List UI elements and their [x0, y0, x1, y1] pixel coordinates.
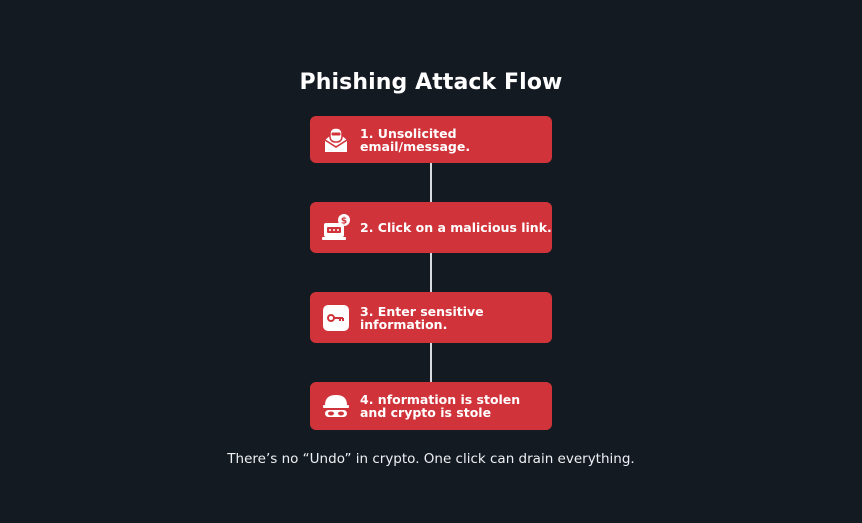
key-icon [318, 303, 354, 333]
connector-line-3 [430, 343, 432, 383]
step-2-label: 2. Click on a malicious link. [360, 220, 552, 235]
step-3-box: 3. Enter sensitive information. [310, 292, 552, 343]
footer-warning: There’s no “Undo” in crypto. One click c… [227, 451, 635, 467]
masked-thief-icon [318, 391, 354, 421]
hacker-email-icon [318, 125, 354, 155]
svg-text:$: $ [341, 216, 347, 226]
step-1-box: 1. Unsolicited email/message. [310, 116, 552, 163]
diagram-title: Phishing Attack Flow [299, 70, 563, 95]
connector-line-1 [430, 162, 432, 202]
step-4-label: 4. nformation is stolen and crypto is st… [360, 392, 521, 420]
step-4-box: 4. nformation is stolen and crypto is st… [310, 382, 552, 430]
step-2-box: $ 2. Click on a malicious link. [310, 202, 552, 253]
step-1-label: 1. Unsolicited email/message. [360, 125, 471, 154]
laptop-dollar-icon: $ [318, 213, 354, 243]
connector-line-2 [430, 253, 432, 293]
step-3-label: 3. Enter sensitive information. [360, 303, 484, 332]
